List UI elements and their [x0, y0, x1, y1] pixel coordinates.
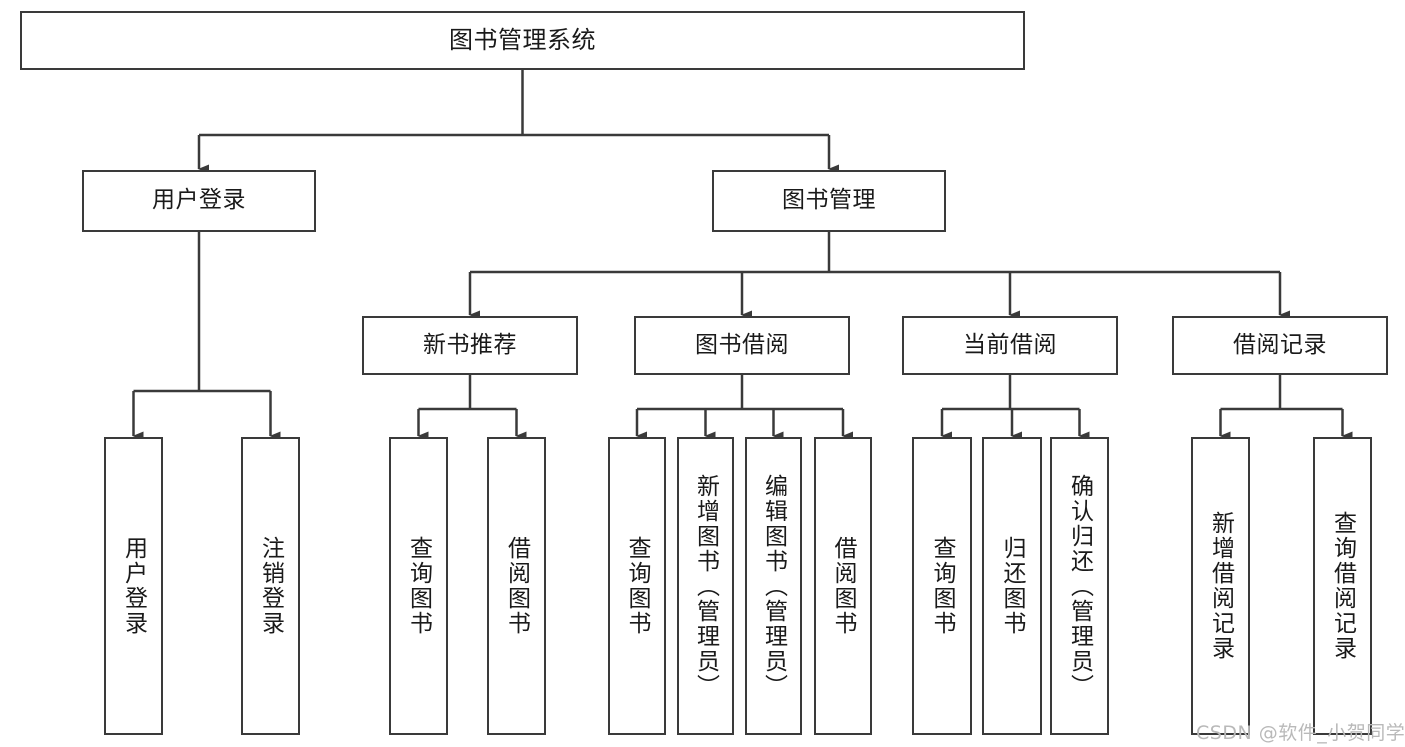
node-user-login-signout[interactable]: 注销登录 [241, 437, 300, 735]
node-label-book-management: 图书管理 [782, 187, 876, 214]
node-label-borrow-borrow-book: 借阅图书 [830, 536, 857, 636]
node-user-login-signin[interactable]: 用户登录 [104, 437, 163, 735]
node-label-records-query-record: 查询借阅记录 [1329, 511, 1356, 661]
node-label-recommend-query-book: 查询图书 [405, 536, 432, 636]
node-label-user-login: 用户登录 [152, 187, 246, 214]
node-label-user-login-signin: 用户登录 [120, 536, 147, 636]
node-label-borrow-query-book: 查询图书 [624, 536, 651, 636]
node-new-book-recommend[interactable]: 新书推荐 [362, 316, 578, 375]
node-label-root: 图书管理系统 [449, 26, 596, 55]
node-book-borrow[interactable]: 图书借阅 [634, 316, 850, 375]
node-current-confirm-return-admin[interactable]: 确认归还（管理员） [1050, 437, 1109, 735]
node-label-current-borrow: 当前借阅 [963, 331, 1057, 358]
node-label-borrow-add-book-admin: 新增图书（管理员） [692, 473, 719, 699]
node-user-login[interactable]: 用户登录 [82, 170, 316, 232]
node-borrow-records[interactable]: 借阅记录 [1172, 316, 1388, 375]
node-borrow-query-book[interactable]: 查询图书 [608, 437, 666, 735]
node-borrow-add-book-admin[interactable]: 新增图书（管理员） [677, 437, 734, 735]
connector-group [132, 70, 1353, 441]
node-label-recommend-borrow-book: 借阅图书 [503, 536, 530, 636]
node-recommend-borrow-book[interactable]: 借阅图书 [487, 437, 546, 735]
node-current-return-book[interactable]: 归还图书 [982, 437, 1042, 735]
node-label-new-book-recommend: 新书推荐 [423, 331, 517, 358]
node-borrow-edit-book-admin[interactable]: 编辑图书（管理员） [745, 437, 802, 735]
node-root[interactable]: 图书管理系统 [20, 11, 1025, 70]
node-label-records-add-record: 新增借阅记录 [1207, 511, 1234, 661]
node-records-query-record[interactable]: 查询借阅记录 [1313, 437, 1372, 735]
node-label-borrow-edit-book-admin: 编辑图书（管理员） [760, 473, 787, 699]
node-borrow-borrow-book[interactable]: 借阅图书 [814, 437, 872, 735]
node-current-borrow[interactable]: 当前借阅 [902, 316, 1118, 375]
node-label-user-login-signout: 注销登录 [257, 536, 284, 636]
node-records-add-record[interactable]: 新增借阅记录 [1191, 437, 1250, 735]
node-label-borrow-records: 借阅记录 [1233, 331, 1327, 358]
node-label-current-confirm-return-admin: 确认归还（管理员） [1066, 473, 1093, 699]
node-label-current-query-book: 查询图书 [929, 536, 956, 636]
node-label-current-return-book: 归还图书 [999, 536, 1026, 636]
node-label-book-borrow: 图书借阅 [695, 331, 789, 358]
node-current-query-book[interactable]: 查询图书 [912, 437, 972, 735]
node-recommend-query-book[interactable]: 查询图书 [389, 437, 448, 735]
node-book-management[interactable]: 图书管理 [712, 170, 946, 232]
